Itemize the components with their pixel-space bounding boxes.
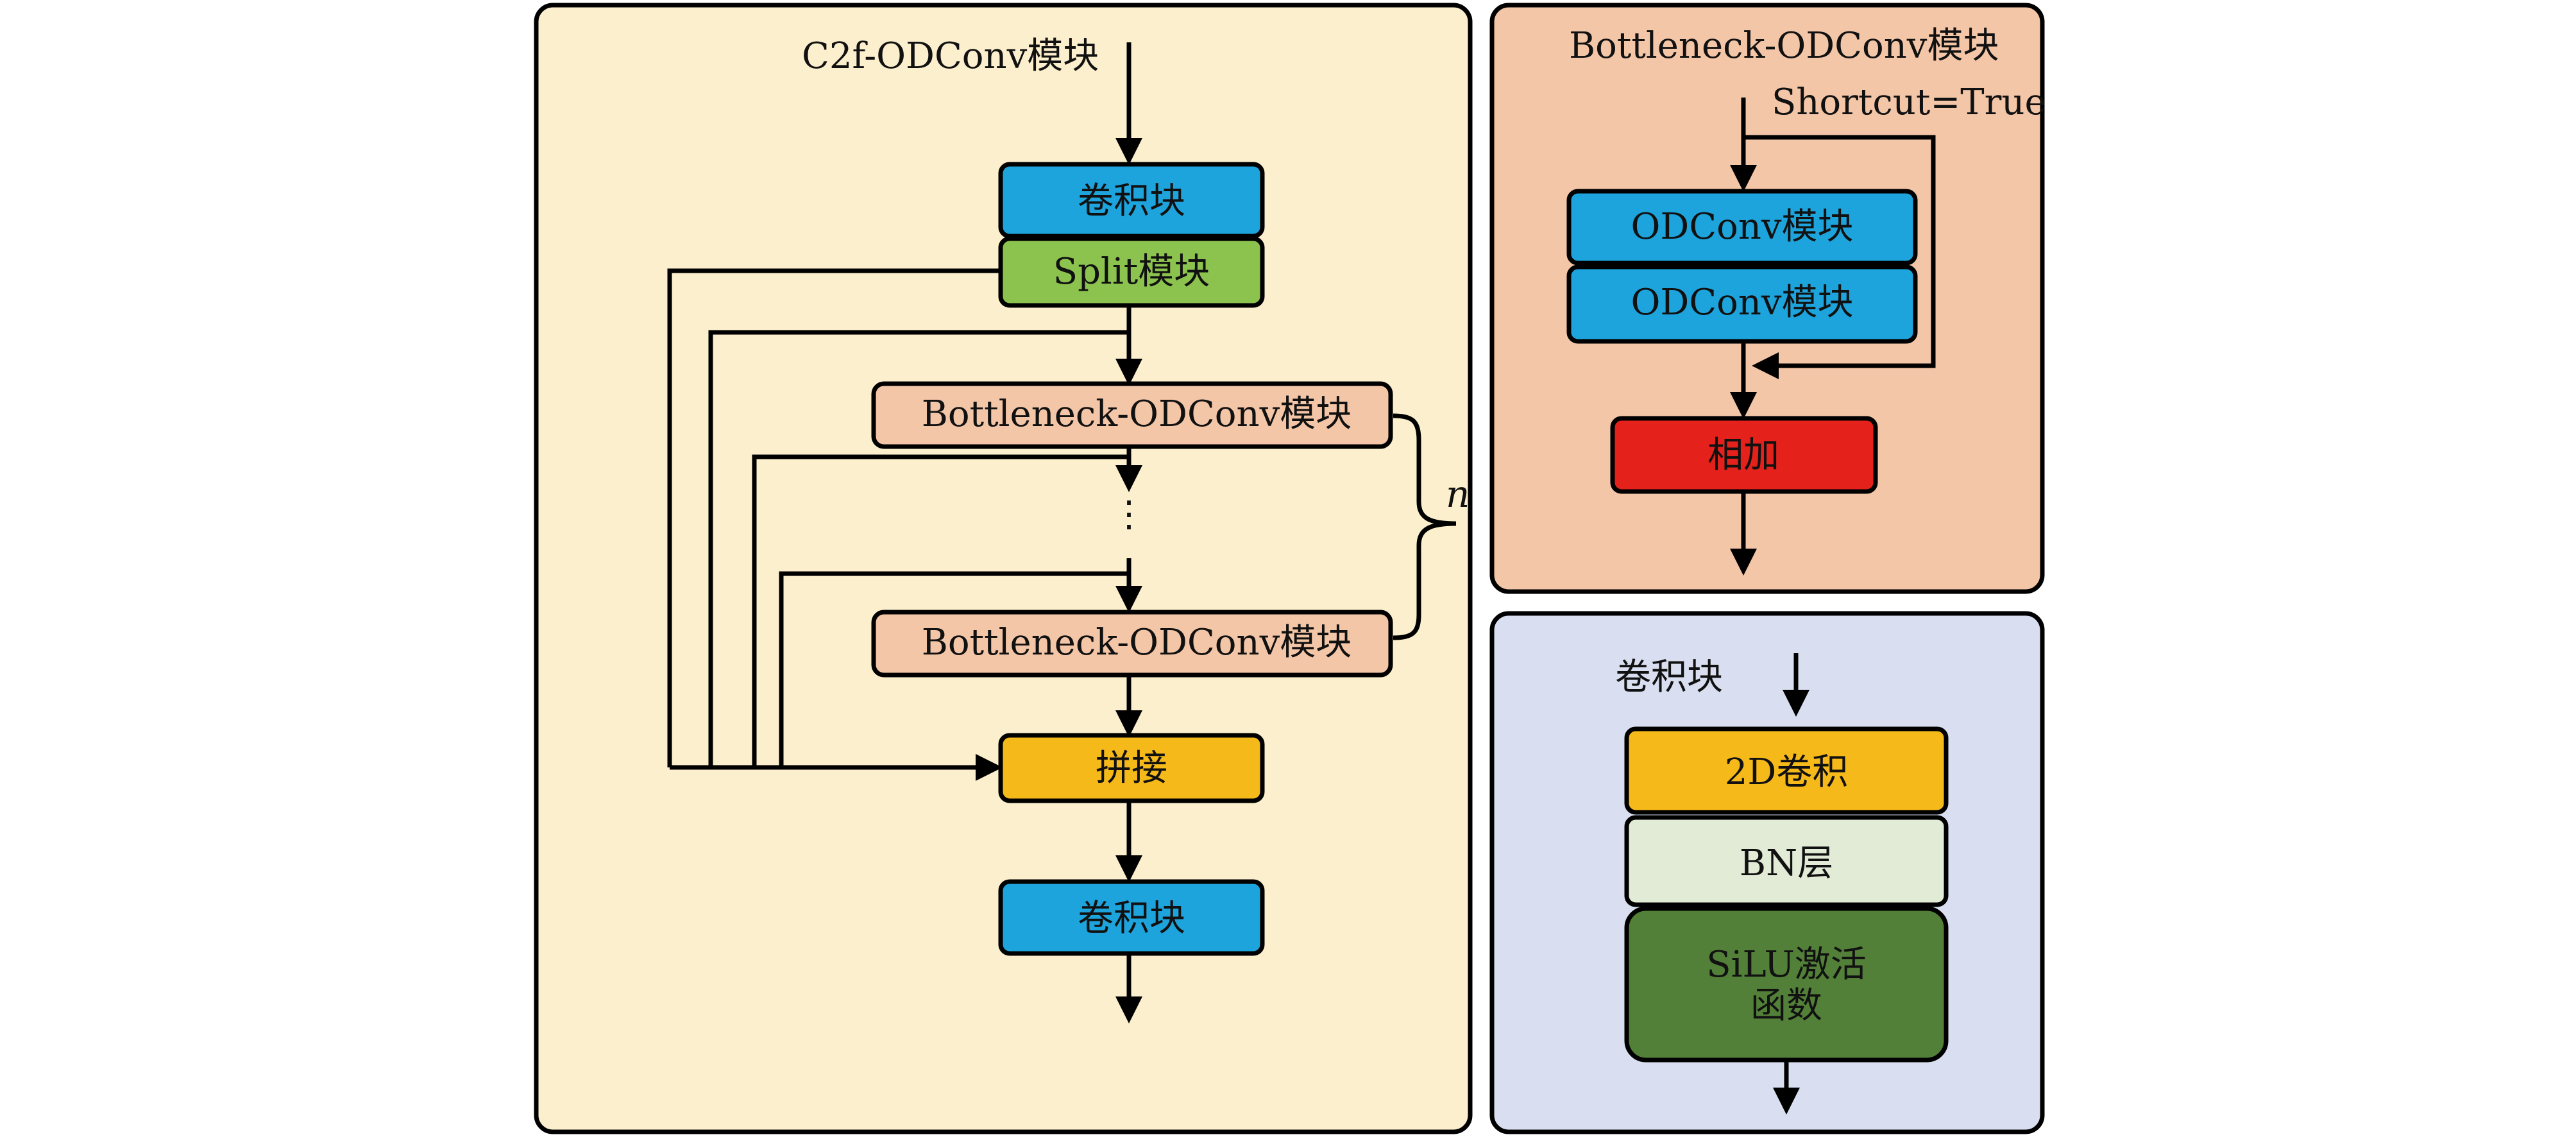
odconv-block-1-label: ODConv模块 xyxy=(1631,206,1853,248)
bottleneck2-skip-line xyxy=(779,571,1129,767)
c2f-concat-label: 拼接 xyxy=(1096,748,1167,789)
conv2d-block xyxy=(1624,726,1949,815)
repeat-count-label: n xyxy=(1446,472,1470,516)
bn-block xyxy=(1624,815,1949,907)
repeat-brace xyxy=(1393,413,1457,640)
silu-label-line-1: SiLU激活 xyxy=(1706,944,1867,986)
conv-block-title: 卷积块 xyxy=(1615,656,1723,698)
c2f-title: C2f-ODConv模块 xyxy=(802,35,1099,77)
split-skip-line-2 xyxy=(708,330,1129,767)
bottleneck1-skip-line xyxy=(752,454,1129,767)
shortcut-line xyxy=(1743,135,1936,379)
bottleneck-title: Bottleneck-ODConv模块 xyxy=(1569,25,1999,67)
silu-label-line-2: 函数 xyxy=(1750,985,1822,1027)
conv2d-label: 2D卷积 xyxy=(1725,751,1849,793)
c2f-bottleneck-1-label: Bottleneck-ODConv模块 xyxy=(922,393,1352,435)
odconv-block-1 xyxy=(1566,189,1918,266)
c2f-bottleneck-2 xyxy=(871,610,1393,678)
c2f-conv-block-2 xyxy=(998,879,1265,956)
c2f-bottleneck-2-label: Bottleneck-ODConv模块 xyxy=(922,622,1352,663)
c2f-conv-block-1-label: 卷积块 xyxy=(1078,180,1185,222)
bn-label: BN层 xyxy=(1740,842,1833,884)
c2f-split-label: Split模块 xyxy=(1053,251,1210,293)
odconv-block-2-label: ODConv模块 xyxy=(1631,282,1853,323)
c2f-concat-block xyxy=(998,733,1265,803)
c2f-ellipsis: ⋮ xyxy=(1111,493,1147,535)
split-skip-line-1 xyxy=(667,268,1001,767)
c2f-conv-block-1 xyxy=(998,162,1265,239)
c2f-conv-block-2-label: 卷积块 xyxy=(1078,898,1185,939)
shortcut-label: Shortcut=True xyxy=(1772,81,2046,123)
c2f-bottleneck-1 xyxy=(871,381,1393,449)
add-block-label: 相加 xyxy=(1707,434,1779,476)
